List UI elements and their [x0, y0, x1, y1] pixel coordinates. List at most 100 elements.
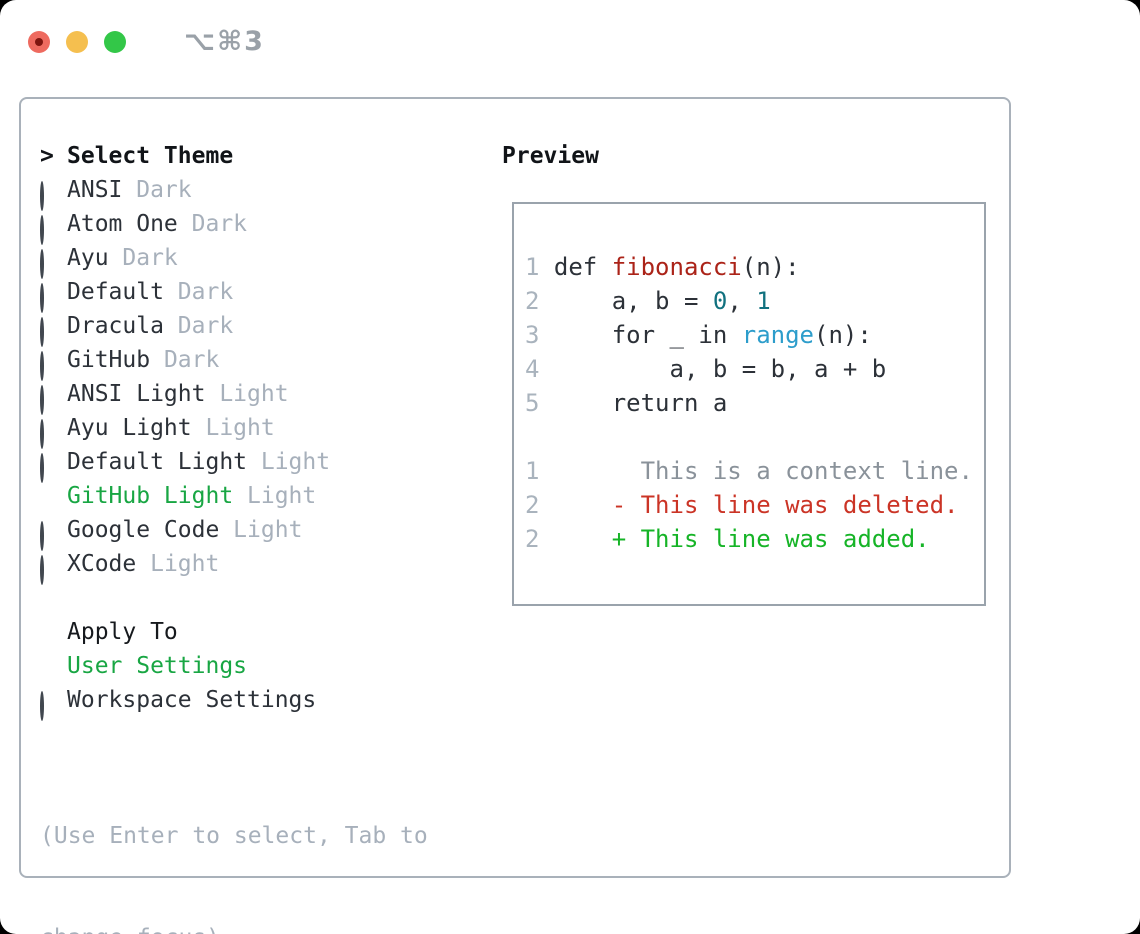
select-theme-header: Select Theme	[67, 143, 234, 169]
theme-item[interactable]: XCode Light	[40, 547, 428, 585]
line-number: 2	[525, 525, 554, 553]
code-segment-number: 0	[712, 287, 728, 315]
item-label: Default	[67, 279, 164, 305]
hint-line-1: (Use Enter to select, Tab to	[40, 823, 428, 849]
item-variant: Dark	[163, 313, 234, 339]
zoom-button[interactable]	[104, 30, 126, 53]
code-line: 2 - This line was deleted.	[525, 488, 984, 522]
radio-unselected-icon	[40, 385, 44, 415]
marker-spacer	[40, 625, 54, 639]
item-variant: Light	[247, 449, 331, 475]
code-line	[525, 420, 984, 454]
item-variant: Light	[219, 517, 303, 543]
spacer	[40, 717, 428, 751]
code-segment-code: ,	[727, 287, 757, 315]
code-segment-code: a, b =	[553, 287, 713, 315]
code-line: 4 a, b = b, a + b	[525, 352, 984, 386]
theme-item[interactable]: GitHub Light Light	[40, 479, 428, 513]
item-label: ANSI Light	[67, 381, 206, 407]
item-label: ANSI	[67, 177, 123, 203]
item-label: Workspace Settings	[67, 687, 317, 713]
spacer	[40, 581, 428, 615]
item-label: Dracula	[67, 313, 164, 339]
code-line: 3 for _ in range(n):	[525, 318, 984, 352]
theme-item[interactable]: GitHub Dark	[40, 343, 428, 381]
theme-item[interactable]: Dracula Dark	[40, 309, 428, 347]
line-number: 1	[525, 253, 554, 281]
item-variant: Dark	[108, 245, 178, 271]
item-label: Ayu	[67, 245, 109, 271]
apply-to-header: Apply To	[67, 619, 178, 645]
theme-item[interactable]: Default Light Light	[40, 445, 428, 483]
line-number: 5	[525, 389, 554, 417]
apply-to-option[interactable]: User Settings	[40, 649, 428, 683]
radio-unselected-icon	[40, 249, 44, 279]
close-button[interactable]	[28, 30, 50, 53]
select-theme-header-row: > Select Theme	[40, 139, 428, 173]
theme-item[interactable]: ANSI Dark	[40, 173, 428, 211]
item-label: GitHub	[67, 347, 151, 373]
theme-item[interactable]: ANSI Light Light	[40, 377, 428, 415]
line-number: 2	[525, 491, 554, 519]
minimize-button[interactable]	[66, 30, 88, 53]
radio-unselected-icon	[40, 317, 44, 347]
radio-unselected-icon	[40, 453, 44, 483]
line-number: 2	[525, 287, 554, 315]
radio-unselected-icon	[40, 691, 44, 721]
radio-unselected-icon	[40, 181, 44, 211]
item-variant: Light	[191, 415, 275, 441]
code-segment-deleted: - This line was deleted.	[553, 491, 959, 519]
line-number: 3	[525, 321, 554, 349]
item-label: Atom One	[67, 211, 178, 237]
code-segment-code: (n):	[741, 253, 800, 281]
item-label: User Settings	[67, 653, 248, 679]
apply-to-option[interactable]: Workspace Settings	[40, 683, 428, 721]
theme-item[interactable]: Google Code Light	[40, 513, 428, 551]
hint-line-2: change focus)	[40, 921, 428, 934]
item-variant: Dark	[163, 279, 234, 305]
item-variant: Light	[233, 483, 317, 509]
theme-item[interactable]: Ayu Light Light	[40, 411, 428, 449]
theme-item[interactable]: Atom One Dark	[40, 207, 428, 245]
theme-item[interactable]: Ayu Dark	[40, 241, 428, 279]
window-title: ⌥⌘3	[184, 26, 265, 57]
item-label: Default Light	[67, 449, 248, 475]
code-line: 1 This is a context line.	[525, 454, 984, 488]
radio-unselected-icon	[40, 555, 44, 585]
code-line: 2 + This line was added.	[525, 522, 984, 556]
item-label: XCode	[67, 551, 137, 577]
item-label: GitHub Light	[67, 483, 234, 509]
code-segment-code: def	[553, 253, 612, 281]
radio-unselected-icon	[40, 283, 44, 313]
item-variant: Dark	[177, 211, 248, 237]
line-number: 4	[525, 355, 554, 383]
prompt-caret: >	[40, 143, 54, 169]
item-variant: Light	[205, 381, 289, 407]
code-segment-function: fibonacci	[611, 253, 742, 281]
radio-unselected-icon	[40, 215, 44, 245]
code-line: 5 return a	[525, 386, 984, 420]
radio-unselected-icon	[40, 521, 44, 551]
theme-item[interactable]: Default Dark	[40, 275, 428, 313]
code-segment-code: (n):	[814, 321, 872, 349]
item-label: Google Code	[67, 517, 220, 543]
apply-to-header-row: Apply To	[40, 615, 428, 649]
item-variant: Dark	[122, 177, 192, 203]
item-variant: Dark	[150, 347, 220, 373]
code-segment-added: + This line was added.	[553, 525, 930, 553]
code-segment-code: for _ in	[553, 321, 742, 349]
item-label: Ayu Light	[67, 415, 192, 441]
code-line: 2 a, b = 0, 1	[525, 284, 984, 318]
line-number: 1	[525, 457, 554, 485]
titlebar: ⌥⌘3	[28, 26, 265, 57]
item-variant: Light	[136, 551, 220, 577]
code-segment-code: return a	[553, 389, 728, 417]
radio-unselected-icon	[40, 419, 44, 449]
